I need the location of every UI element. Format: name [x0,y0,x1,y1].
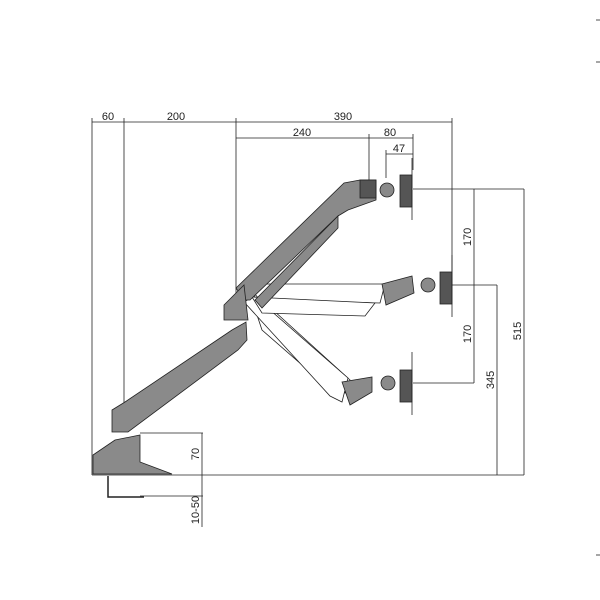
upper-position-arm [235,179,377,301]
middle-head-joint [381,275,415,306]
dimension-labels: 60 200 390 240 80 47 170 170 345 515 70 … [102,111,524,524]
dim-label-345: 345 [485,371,497,389]
dim-label-515: 515 [512,322,524,340]
elbow-joint [223,284,249,321]
dim-label-clamp-range: 10-50 [190,496,202,524]
dim-label-390: 390 [334,111,352,123]
lower-head-joint [341,376,373,406]
dim-label-60: 60 [102,111,114,123]
lower-arm [111,321,248,433]
dim-label-240: 240 [293,127,311,139]
dim-label-47: 47 [393,143,405,155]
monitor-arm [92,158,453,498]
base [92,434,173,475]
extension-lines [91,118,524,497]
dimension-lines [92,121,525,527]
dim-label-170-upper: 170 [462,228,474,246]
dim-label-200: 200 [167,111,185,123]
dim-label-170-lower: 170 [462,325,474,343]
clamp [107,476,144,498]
dim-label-70: 70 [190,448,202,460]
dim-label-80: 80 [384,127,396,139]
